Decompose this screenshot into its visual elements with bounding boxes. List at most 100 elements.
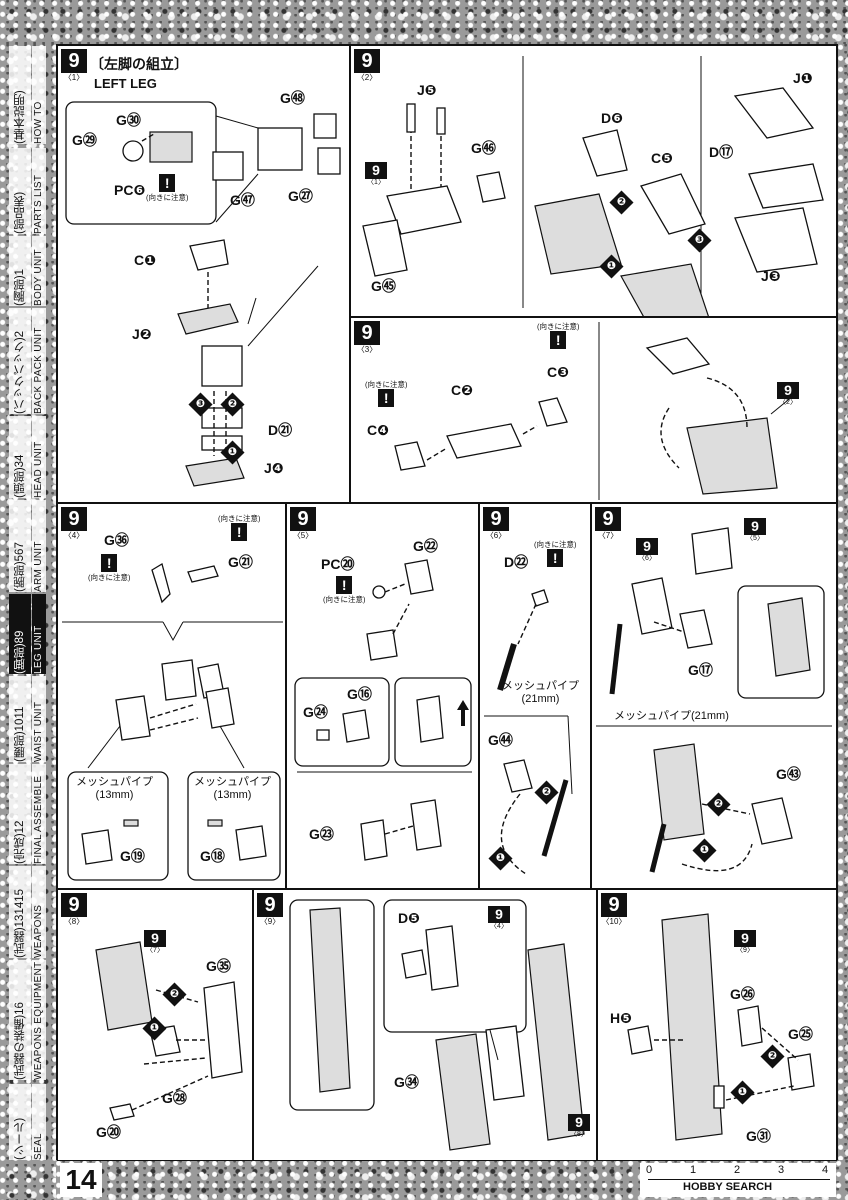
sidebar-section-11: (シール)SEAL [2,1084,52,1160]
section-label-jp: (シール) [8,1084,31,1160]
step-9-9-panel: 9〈9〉 D❺ 9〈4〉 G㉞ 9〈8〉 [253,889,597,1161]
part-label: G㉗ [288,188,313,204]
step-9-7-panel: 9〈7〉 9〈6〉 9〈5〉 G⑰ メッシュパイプ(21mm) G㊸ ❷ ❶ [591,503,837,889]
sequence-marker: ❸ [687,228,712,253]
part-label: H❺ [610,1010,632,1026]
part-label: C❶ [134,252,156,268]
step-reference: 9〈7〉 [144,930,166,955]
instruction-page: 9〈1〉 〔左脚の組立〕 LEFT LEG G㉙ G㉚ PC❻ !(向きに注意)… [56,44,838,1161]
step-badge: 9〈5〉 [290,507,316,541]
part-label: G⑯ [347,686,372,702]
section-label-en: WEAPONS [31,866,46,958]
part-label: J❹ [264,460,284,476]
part-label: G㉔ [303,704,328,720]
mesh-pipe-note: メッシュパイプ(21mm) [614,710,729,722]
part-label: D⑰ [709,144,734,160]
sequence-marker: ❷ [609,190,634,215]
sequence-marker: ❶ [488,846,513,871]
right-border-pattern [838,44,848,1164]
part-label: G㉕ [788,1026,813,1042]
sequence-marker: ❶ [220,440,245,465]
part-label: G㊻ [471,140,496,156]
step-9-8-diagram [95,941,243,1121]
page-number: 14 [60,1163,102,1197]
part-label: G㉚ [116,112,141,128]
step-9-4-diagram [62,562,283,881]
part-label: G⑲ [120,848,145,864]
orientation-warning: !(向きに注意) [146,174,189,202]
scale-ruler: 0 1 2 3 4 [640,1163,836,1197]
part-label: C❷ [451,382,473,398]
step-reference: 9〈9〉 [734,930,756,955]
section-label-en: WAIST UNIT [31,676,46,762]
part-label: D㉒ [504,554,529,570]
sidebar-section-0: (基本説明)HOW TO [2,46,52,144]
step-9-10-panel: 9〈10〉 9〈9〉 H❺ G㉖ G㉕ G㉛ ❷ ❶ [597,889,837,1161]
step-badge: 9〈10〉 [601,893,627,926]
part-label: G㉖ [730,986,755,1002]
left-leg-diagram [65,101,341,487]
orientation-warning: (向きに注意)! [365,380,408,407]
part-label: D❻ [601,110,623,126]
sequence-marker: ❷ [220,392,245,417]
section-label-jp: (腰部)1011 [8,676,31,762]
section-label-en: BACK PACK UNIT [31,308,46,414]
step-9-6-panel: 9〈6〉 D㉒ (向きに注意)! メッシュパイプ(21mm) G㊹ ❷ ❶ [479,503,591,889]
step-badge: 9〈7〉 [595,507,621,541]
section-label-en: BODY UNIT [31,236,46,306]
step-reference: 9〈5〉 [744,518,766,543]
ruler-tick-label: 2 [734,1164,741,1176]
step-9-6-diagram [484,589,573,875]
top-border-pattern [0,0,848,44]
step-badge: 9〈2〉 [354,49,380,83]
part-label: C❸ [547,364,569,380]
sidebar-section-1: (部品表)PARTS LIST [2,148,52,234]
step-9-3-panel: 9〈3〉 (向きに注意)! C❹ C❷ (向きに注意)! C❸ 9〈2〉 [350,317,837,503]
ruler-tick-label: 3 [778,1164,785,1176]
part-label: G㉙ [72,132,97,148]
sequence-marker: ❷ [760,1044,785,1069]
part-label: G㊽ [280,90,305,106]
part-label: G㊸ [776,766,801,782]
section-label-jp: (基本説明) [8,46,31,144]
sequence-marker: ❷ [534,780,559,805]
sequence-marker: ❶ [730,1080,755,1105]
part-label: G㊺ [371,278,396,294]
section-label-en: HEAD UNIT [31,416,46,498]
part-label: G㉒ [413,538,438,554]
sequence-marker: ❶ [142,1016,167,1041]
step-reference: 9〈1〉 [365,162,387,187]
part-label: J❸ [761,268,781,284]
part-label: G㉟ [206,958,231,974]
part-label: G⑳ [96,1124,121,1140]
step-9-4-panel: 9〈4〉 G㊱ !(向きに注意) (向きに注意)! G㉑ メッシュパイプ(13m… [57,503,286,889]
mesh-pipe-note: メッシュパイプ(13mm) [76,776,153,801]
part-label: G㉘ [162,1090,187,1106]
section-label-en: LEG UNIT [31,594,46,674]
part-label: D❺ [398,910,420,926]
part-label: G⑱ [200,848,225,864]
step-badge: 9〈6〉 [483,507,509,541]
part-label: G㉞ [394,1074,419,1090]
sequence-marker: ❷ [706,792,731,817]
orientation-warning: (向きに注意)! [534,540,577,567]
section-label-en: FINAL ASSEMBLE [31,764,46,864]
ruler-tick-label: 4 [822,1164,829,1176]
orientation-warning: !(向きに注意) [88,554,131,582]
step-badge: 9〈8〉 [61,893,87,927]
mesh-pipe-note: メッシュパイプ(13mm) [194,776,271,801]
section-label-jp: (バックパック)2 [8,308,31,414]
step-9-2-panel: 9〈2〉 J❺ G㊻ 9〈1〉 G㊺ D❻ C❺ J❶ D⑰ J❸ ❷ ❸ ❶ [350,45,837,317]
sequence-marker: ❶ [692,838,717,863]
step-reference: 9〈8〉 [568,1114,590,1139]
sequence-marker: ❸ [188,392,213,417]
step-reference: 9〈6〉 [636,538,658,563]
part-label: J❷ [132,326,152,342]
sequence-marker: ❶ [599,254,624,279]
section-label-en: SEAL [31,1084,46,1160]
